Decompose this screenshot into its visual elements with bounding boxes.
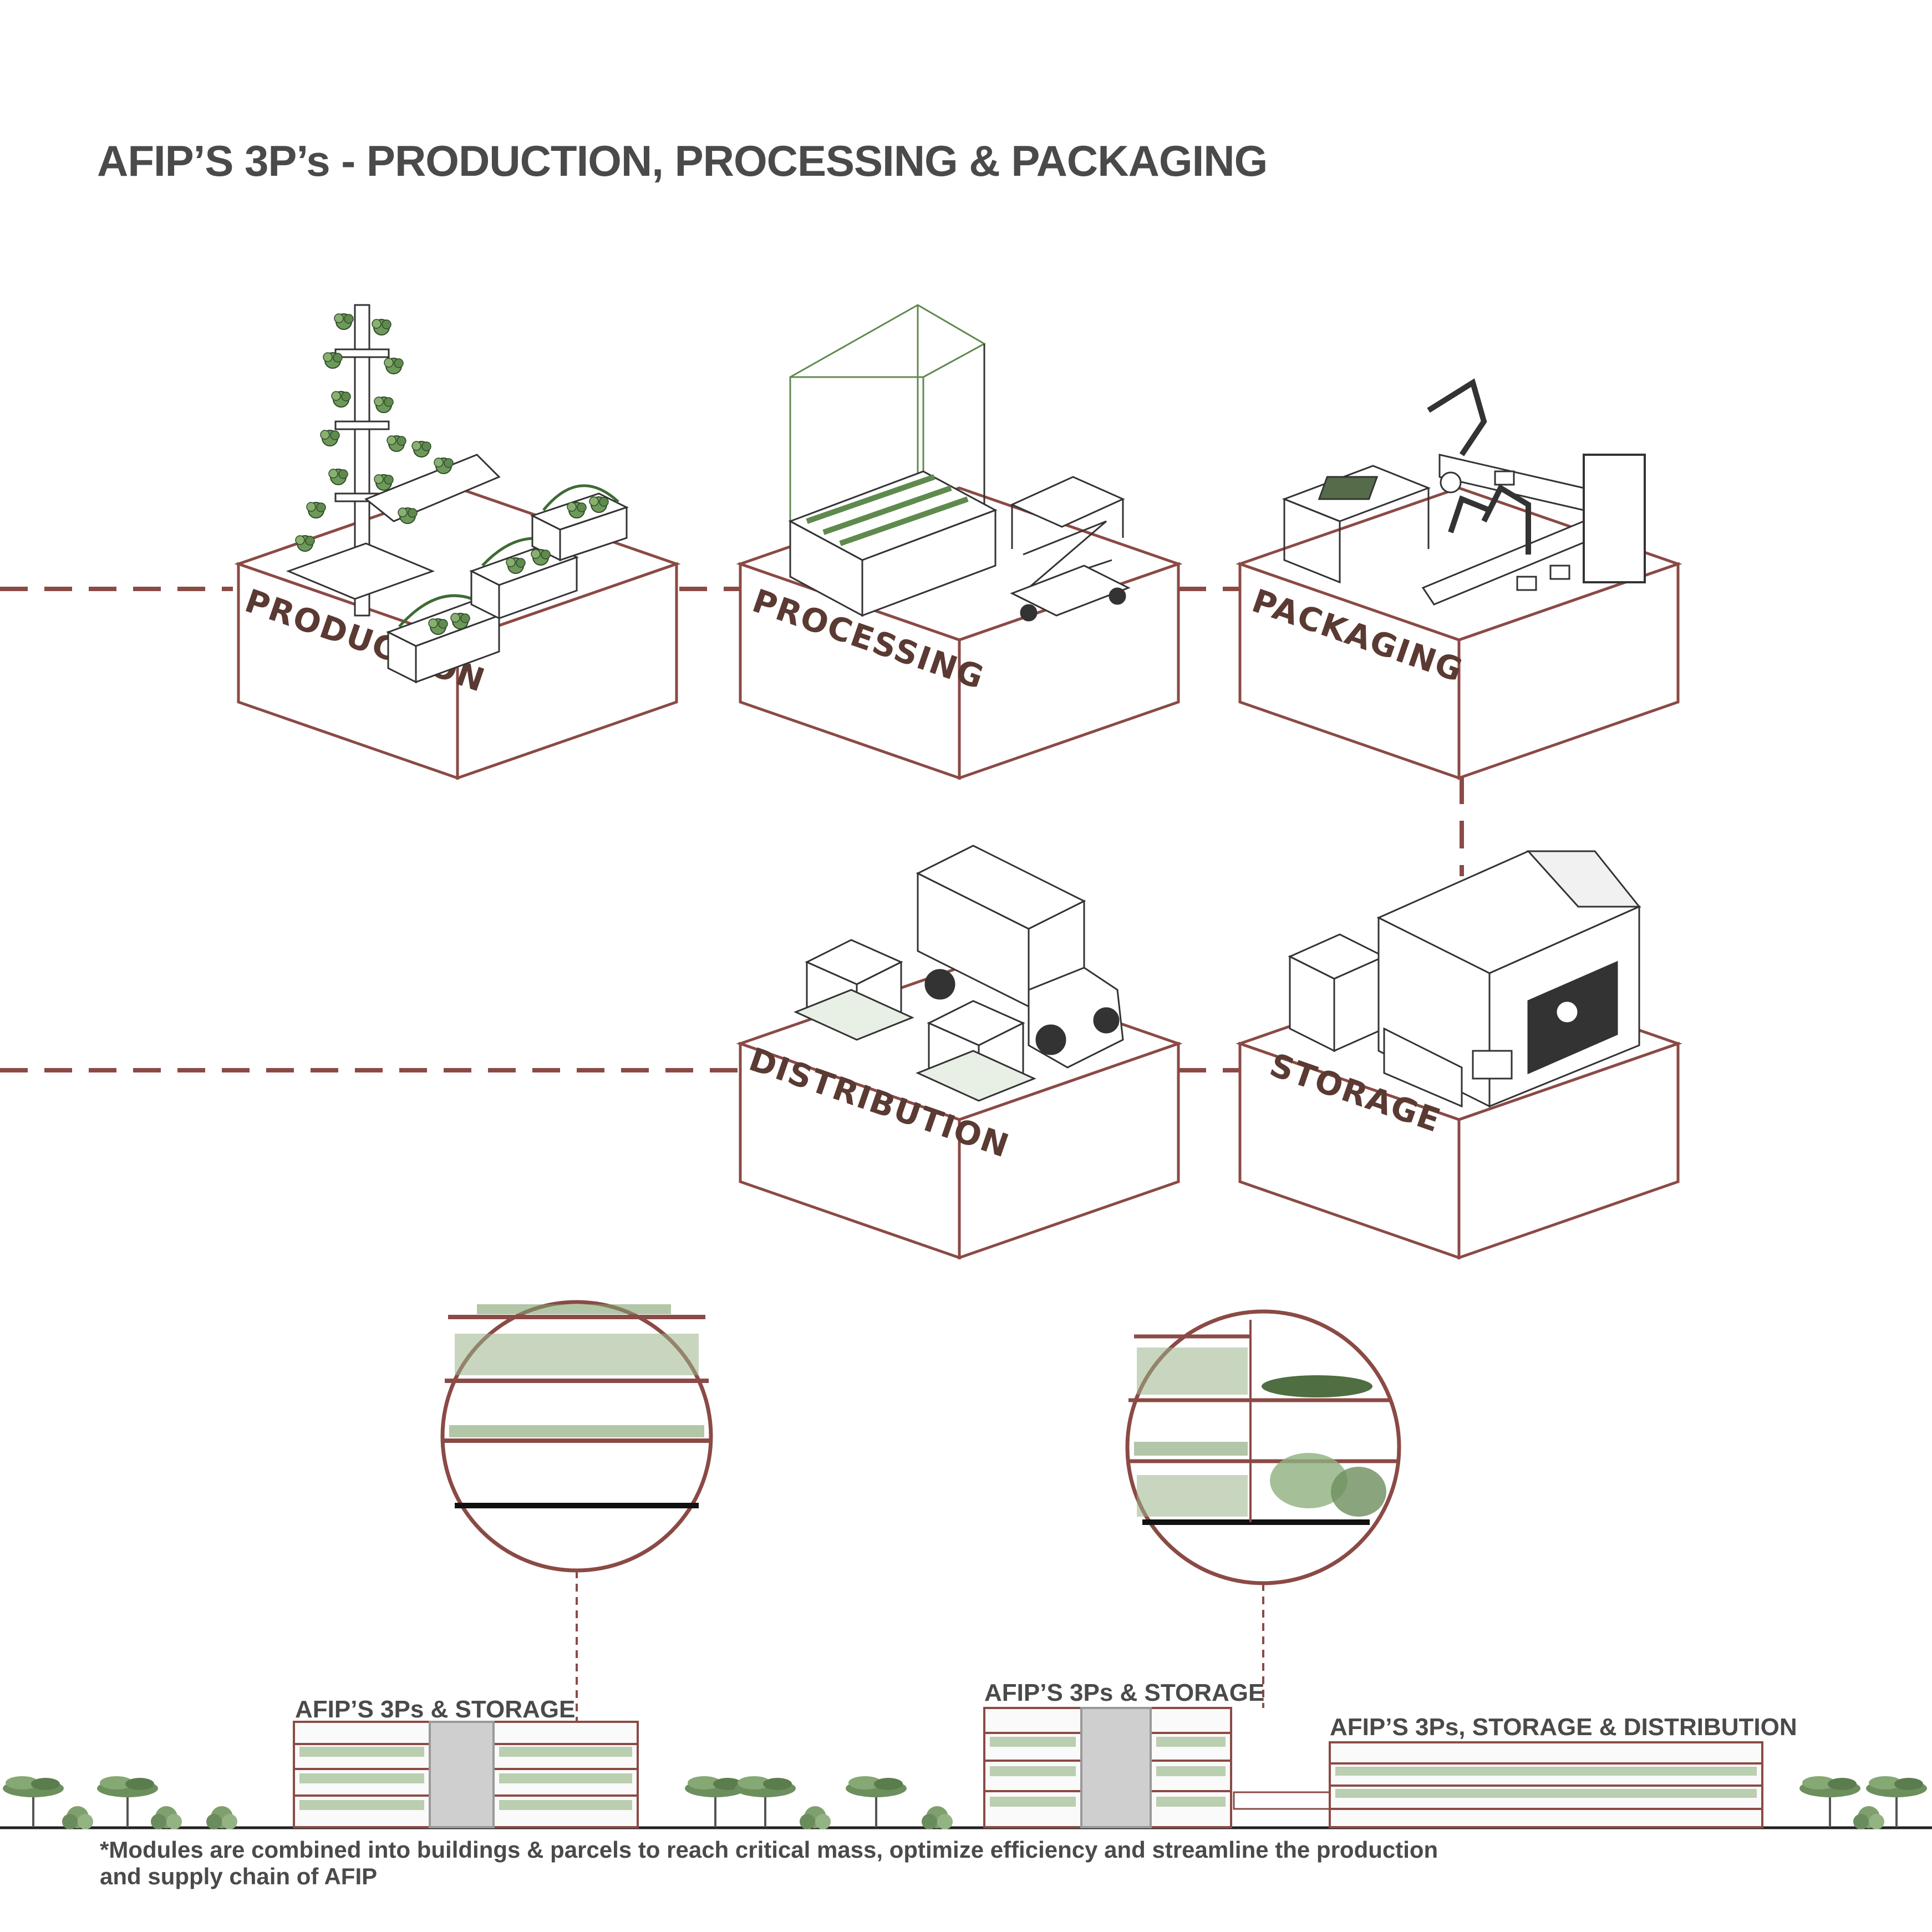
truck xyxy=(916,845,1124,1069)
footnote: *Modules are combined into buildings & p… xyxy=(100,1837,1438,1890)
building-1 xyxy=(293,1721,639,1828)
connector-lines xyxy=(0,587,1464,1072)
module-distribution: DISTRIBUTION xyxy=(736,845,1183,1260)
module-box xyxy=(1236,486,1682,780)
zoom-2-floors xyxy=(1128,1320,1397,1525)
covered-link xyxy=(1233,1791,1332,1810)
warehouse-icon xyxy=(1288,850,1641,1108)
footnote-line-1: *Modules are combined into buildings & p… xyxy=(100,1837,1438,1863)
module-box xyxy=(736,966,1183,1260)
zoom-1-floors xyxy=(443,1304,711,1508)
building-label-3ps-storage-distribution: AFIP’S 3Ps, STORAGE & DISTRIBUTION xyxy=(1330,1714,1797,1741)
page-title: AFIP’S 3P’s - PRODUCTION, PROCESSING & P… xyxy=(97,136,1268,185)
module-box xyxy=(234,486,681,780)
street-section xyxy=(0,1707,1932,1829)
scissor-lift xyxy=(1010,476,1131,622)
truck-and-pallets-icon xyxy=(794,845,1124,1102)
vertical-farm-planters-icon xyxy=(286,304,629,684)
robotic-packaging-line-icon xyxy=(1282,378,1646,606)
zoom-callout-1 xyxy=(440,1300,713,1722)
hydroponic-rack-and-scissor-lift-icon xyxy=(788,304,1131,622)
footnote-line-2: and supply chain of AFIP xyxy=(100,1863,378,1889)
module-processing: PROCESSING xyxy=(736,304,1183,780)
building-label-3ps-storage-1: AFIP’S 3Ps & STORAGE xyxy=(295,1696,576,1723)
building-3 xyxy=(1329,1741,1763,1828)
module-packaging: PACKAGING xyxy=(1236,378,1682,780)
pallet-2 xyxy=(916,1000,1036,1102)
building-2 xyxy=(983,1707,1232,1828)
building-label-3ps-storage-2: AFIP’S 3Ps & STORAGE xyxy=(984,1679,1265,1706)
pallet-1 xyxy=(794,939,914,1041)
module-production: PRODUCTION xyxy=(234,304,681,780)
zoom-callout-2 xyxy=(1125,1309,1401,1708)
module-storage: STORAGE xyxy=(1236,850,1682,1260)
